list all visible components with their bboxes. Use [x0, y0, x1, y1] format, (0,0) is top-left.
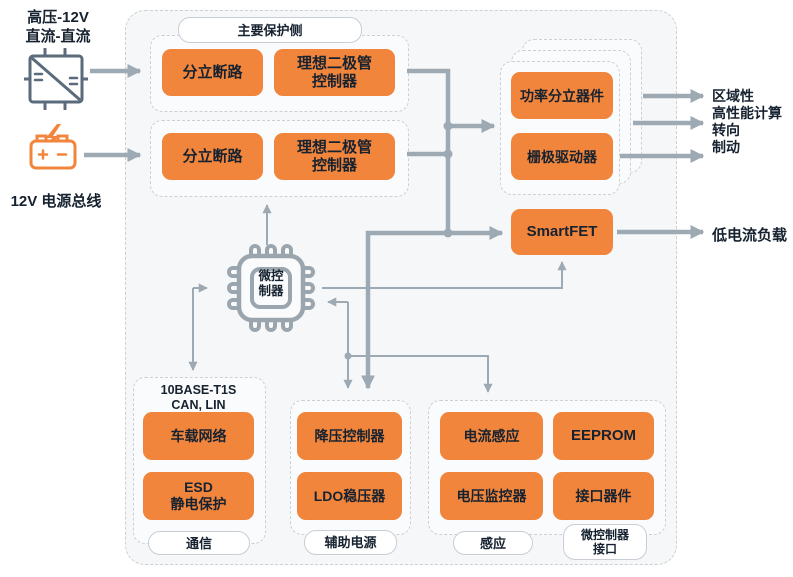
- block-discrete-disconnect-1[interactable]: 分立断路: [162, 49, 263, 96]
- sensing-pill: 感应: [453, 531, 533, 555]
- mcu-interface-pill-line2: 接口: [592, 542, 617, 556]
- low-current-load-label: 低电流负载: [712, 227, 788, 244]
- battery-bus-label: 12V 电源总线: [10, 193, 102, 210]
- block-gate-driver[interactable]: 栅极驱动器: [511, 133, 613, 180]
- block-label-line1: ESD: [184, 479, 213, 495]
- block-label: EEPROM: [570, 427, 636, 444]
- mcu-interface-pill: 微控制器 接口: [563, 524, 647, 560]
- block-discrete-disconnect-2[interactable]: 分立断路: [162, 133, 263, 180]
- microcontroller-label-line2: 制器: [258, 284, 284, 298]
- aux-power-pill-label: 辅助电源: [324, 535, 377, 550]
- block-label: 车载网络: [170, 428, 227, 444]
- block-label: SmartFET: [526, 223, 598, 240]
- block-current-sensing[interactable]: 电流感应: [440, 412, 543, 460]
- zonal-line2: 高性能计算: [712, 105, 782, 121]
- microcontroller-label-line1: 微控: [258, 269, 284, 283]
- microcontroller-label: 微控 制器: [251, 269, 291, 299]
- primary-protection-pill-label: 主要保护侧: [237, 22, 303, 38]
- block-power-discretes[interactable]: 功率分立器件: [511, 72, 613, 119]
- block-ideal-diode-controller-2[interactable]: 理想二极管 控制器: [274, 133, 395, 180]
- zonal-line3: 转向: [712, 122, 740, 138]
- block-label-line2: 静电保护: [170, 496, 227, 512]
- block-esd-protection[interactable]: ESD 静电保护: [143, 472, 254, 520]
- block-label-line1: 理想二极管: [296, 138, 372, 156]
- block-vehicle-network[interactable]: 车载网络: [143, 412, 254, 460]
- hv-dcdc-label-line1: 高压-12V: [27, 9, 89, 26]
- primary-protection-pill: 主要保护侧: [178, 17, 362, 43]
- microcontroller-icon[interactable]: [226, 243, 316, 333]
- mcu-interface-pill-line1: 微控制器: [580, 528, 629, 542]
- block-label-line1: 理想二极管: [296, 54, 372, 72]
- zonal-loads-label: 区域性 高性能计算 转向 制动: [712, 88, 782, 156]
- block-label: 分立断路: [182, 63, 243, 81]
- block-label: 栅极驱动器: [527, 148, 597, 165]
- block-label: 电压监控器: [456, 488, 527, 504]
- block-label: LDO稳压器: [313, 488, 386, 504]
- battery-icon: [29, 124, 77, 170]
- block-label: 降压控制器: [314, 428, 385, 444]
- block-label: 电流感应: [463, 428, 520, 444]
- comm-protocols-label: 10BASE-T1S CAN, LIN: [133, 383, 264, 413]
- block-buck-controller[interactable]: 降压控制器: [297, 412, 402, 460]
- zonal-line4: 制动: [712, 139, 740, 155]
- block-label: 功率分立器件: [520, 87, 604, 104]
- block-ldo-regulator[interactable]: LDO稳压器: [297, 472, 402, 520]
- block-label: 接口器件: [575, 488, 632, 504]
- hv-dcdc-label: 高压-12V 直流-直流: [10, 8, 106, 46]
- block-label-line2: 控制器: [311, 72, 357, 90]
- block-label: 分立断路: [182, 147, 243, 165]
- comm-protocols-line1: 10BASE-T1S: [160, 383, 237, 397]
- comm-pill-label: 通信: [185, 535, 212, 551]
- block-eeprom[interactable]: EEPROM: [553, 412, 654, 460]
- block-voltage-monitor[interactable]: 电压监控器: [440, 472, 543, 520]
- comm-pill: 通信: [148, 531, 250, 555]
- comm-protocols-line2: CAN, LIN: [171, 398, 226, 412]
- dcdc-converter-icon: [24, 48, 88, 110]
- sensing-pill-label: 感应: [479, 535, 506, 551]
- zonal-line1: 区域性: [712, 88, 754, 104]
- hv-dcdc-label-line2: 直流-直流: [25, 28, 91, 45]
- block-interface-devices[interactable]: 接口器件: [553, 472, 654, 520]
- aux-power-pill: 辅助电源: [304, 530, 397, 555]
- block-smartfet[interactable]: SmartFET: [511, 209, 613, 255]
- block-ideal-diode-controller-1[interactable]: 理想二极管 控制器: [274, 49, 395, 96]
- block-label-line2: 控制器: [311, 156, 357, 174]
